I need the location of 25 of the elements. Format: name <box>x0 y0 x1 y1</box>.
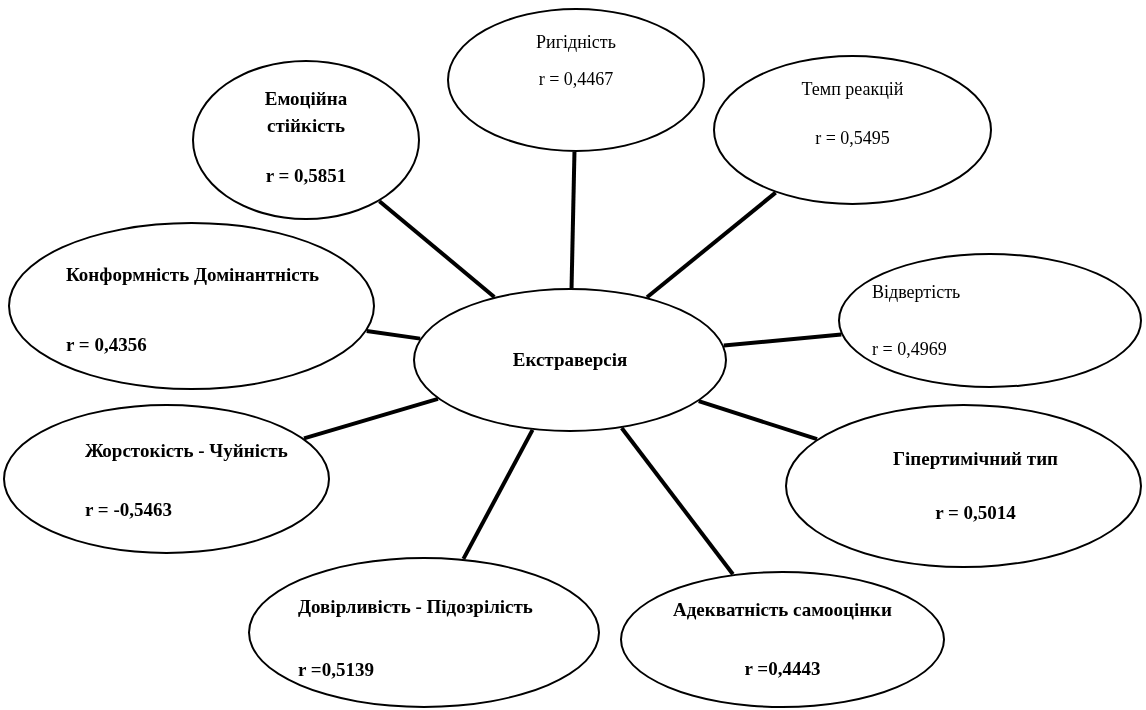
correlation-value: r = 0,5851 <box>265 164 347 189</box>
correlation-value: r = 0,5495 <box>815 126 890 150</box>
correlation-value: r =0,5139 <box>298 658 374 683</box>
trait-label: Конформність Домінантність <box>66 262 320 287</box>
correlation-value: r = 0,4969 <box>872 337 947 361</box>
connector-line <box>645 191 777 299</box>
correlation-value: r = -0,5463 <box>85 498 172 523</box>
trait-label: Відвертість <box>872 280 961 304</box>
trait-label: Довірливість - Підозрілість <box>298 594 533 619</box>
connector-line <box>698 399 818 441</box>
connector-line <box>366 329 421 341</box>
trait-label: Жорстокість - Чуйність <box>85 439 288 464</box>
connector-line <box>378 199 496 299</box>
trait-label: Емоційна стійкість <box>263 87 349 138</box>
correlation-value: r =0,4443 <box>744 656 821 681</box>
connector-line <box>569 151 577 289</box>
trait-label: Адекватність самооцінки <box>673 598 892 623</box>
correlation-value: r = 0,4467 <box>538 67 614 91</box>
connector-line <box>303 397 439 441</box>
correlation-value: r = 0,5014 <box>935 501 1016 525</box>
trait-label: Ригідність <box>536 31 616 54</box>
correlation-value: r = 0,4356 <box>66 332 147 357</box>
trait-label: Гіпертимічний тип <box>892 446 1059 471</box>
trait-label: Екстраверсія <box>512 347 628 372</box>
trait-label: Темп реакцій <box>801 78 904 101</box>
